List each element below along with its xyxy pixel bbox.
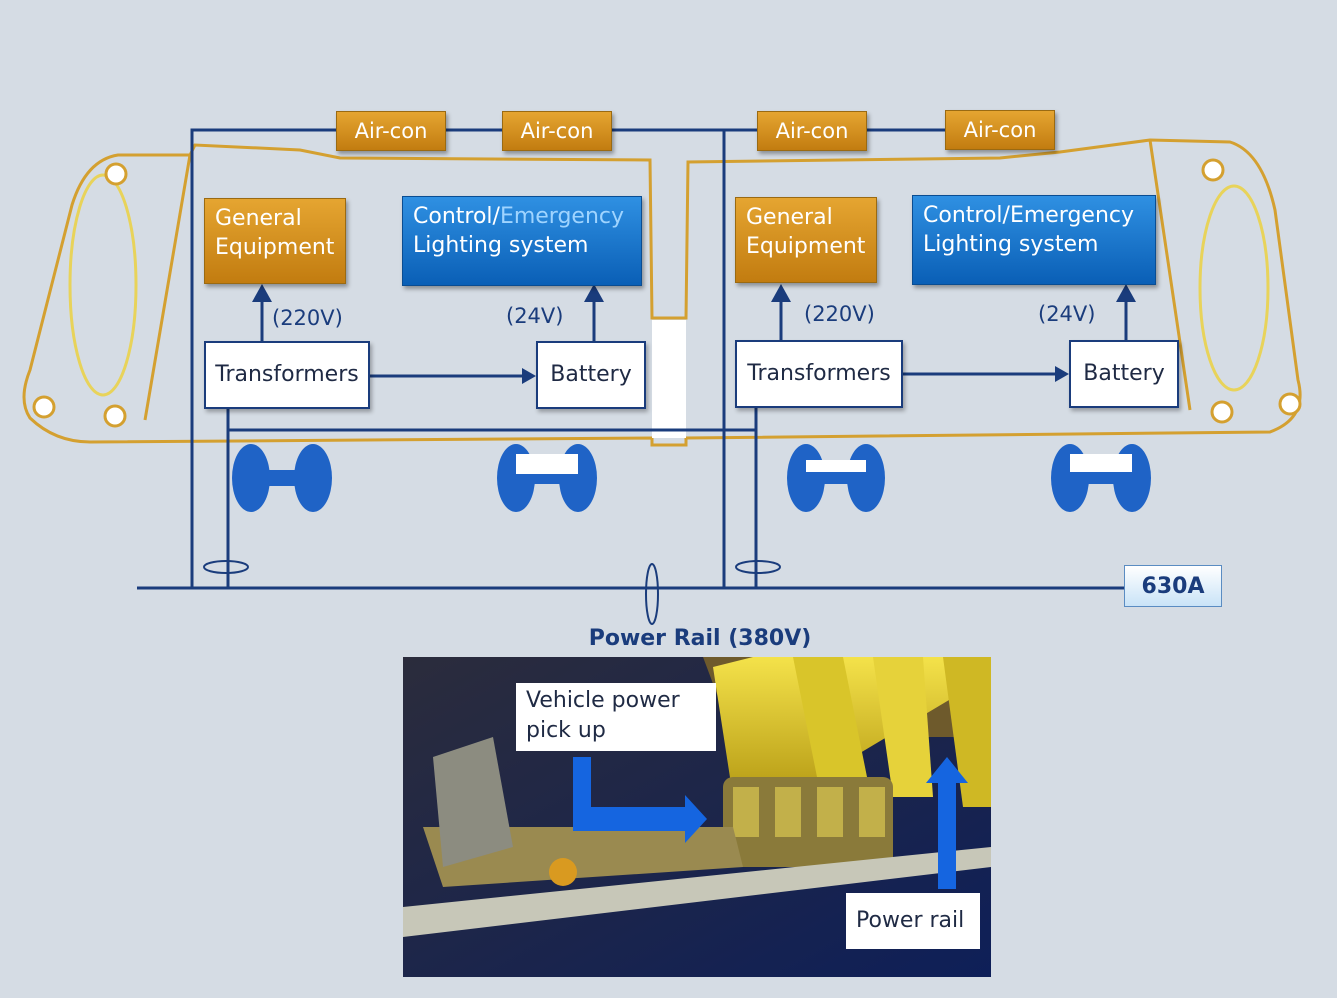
wheelset <box>232 444 332 512</box>
aircon-unit: Air-con <box>945 110 1055 150</box>
aircon-feed-wire <box>190 128 1000 588</box>
axle <box>251 470 313 486</box>
collector-shoe <box>733 787 759 837</box>
control-label: Control/ <box>413 204 500 229</box>
lighting-system-label: Lighting system <box>413 232 589 258</box>
headlight <box>1278 392 1302 416</box>
power-rail-label: Power rail <box>846 893 980 949</box>
front-window-left <box>68 173 138 397</box>
voltage-label: (220V) <box>804 302 875 326</box>
control-emergency-lighting-box: Control/Emergency Lighting system <box>912 195 1156 285</box>
headlight <box>32 395 56 419</box>
control-emergency-lighting-box: Control/Emergency Lighting system <box>402 196 642 286</box>
aircon-unit: Air-con <box>757 111 867 151</box>
power-rail-conductor <box>793 657 873 807</box>
insulator <box>549 858 577 886</box>
wheelset <box>787 444 885 512</box>
current-rating-box: 630A <box>1124 565 1222 607</box>
battery-box: Battery <box>1069 340 1179 408</box>
general-equipment-box: General Equipment <box>735 197 877 283</box>
arrowhead <box>771 284 791 302</box>
collector-assembly <box>723 777 893 867</box>
emergency-label: Emergency <box>499 204 625 229</box>
gangway-connector <box>652 320 686 438</box>
vehicle-frame <box>433 737 513 867</box>
arrowhead <box>252 284 272 302</box>
aircon-unit: Air-con <box>502 111 612 151</box>
headlight <box>1201 158 1225 182</box>
emergency-label: Emergency <box>1009 203 1135 228</box>
arrowheads <box>252 284 1136 384</box>
collector-shoe <box>775 787 801 837</box>
arrowhead <box>1116 284 1136 302</box>
transformers-box: Transformers <box>735 340 903 408</box>
axle <box>1070 472 1132 484</box>
power-rail-conductor <box>873 657 933 797</box>
transformers-box: Transformers <box>204 341 370 409</box>
collector-shoe <box>859 787 885 837</box>
battery-box: Battery <box>536 341 646 409</box>
wiring <box>137 128 1128 590</box>
guide-beam <box>403 847 991 937</box>
axle <box>806 472 866 484</box>
current-sensor <box>203 560 249 574</box>
axle <box>806 460 866 472</box>
current-sensor <box>645 563 659 625</box>
arrowhead <box>1055 366 1069 382</box>
axle <box>1070 454 1132 472</box>
rail-pointer-arrow <box>926 757 968 889</box>
axle <box>516 454 578 474</box>
voltage-label: (24V) <box>1038 302 1096 326</box>
power-rail-illustration <box>403 657 991 977</box>
voltage-label: (24V) <box>506 304 564 328</box>
control-label: Control/ <box>923 203 1010 228</box>
arrowhead <box>584 284 604 302</box>
cab-divider-right <box>1148 139 1192 411</box>
wheelset <box>1051 444 1151 512</box>
arrowhead <box>522 368 536 384</box>
headlight <box>103 404 127 428</box>
headlight <box>104 162 128 186</box>
aircon-unit: Air-con <box>336 111 446 151</box>
vehicle-power-pickup-label: Vehicle power pick up <box>516 683 716 751</box>
current-sensor <box>735 560 781 574</box>
power-rail-title: Power Rail (380V) <box>588 626 812 651</box>
power-rail-photo: Vehicle power pick up Power rail <box>403 657 991 977</box>
axle <box>516 474 578 484</box>
collector-shoe <box>817 787 843 837</box>
pickup-pointer-arrow <box>573 757 707 843</box>
power-rail-conductor <box>943 657 991 807</box>
lighting-system-label: Lighting system <box>923 231 1099 257</box>
voltage-label: (220V) <box>272 306 343 330</box>
front-window-right <box>1198 184 1270 392</box>
general-equipment-box: General Equipment <box>204 198 346 284</box>
wheelset <box>497 444 597 512</box>
headlight <box>1210 400 1234 424</box>
cab-divider-left <box>143 154 192 421</box>
